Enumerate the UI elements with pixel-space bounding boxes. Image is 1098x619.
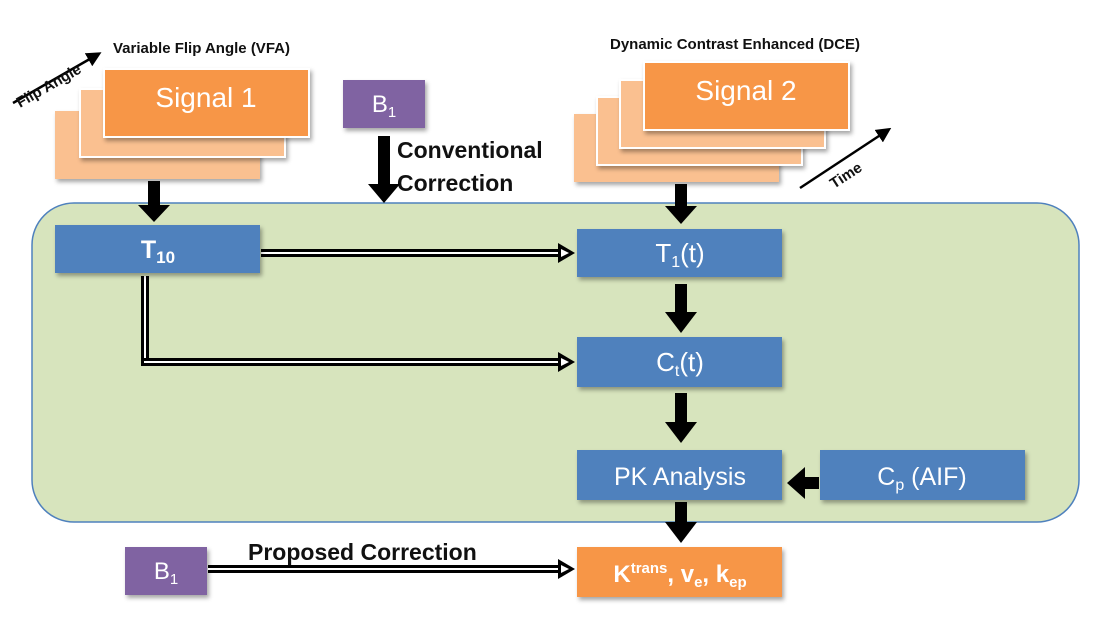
ctt-box (577, 337, 782, 387)
pk-analysis-box (577, 450, 782, 500)
signal-2-box (643, 61, 850, 131)
time-label: Time (827, 159, 865, 192)
vfa-signal-stack: Signal 1 (55, 68, 310, 179)
vfa-title: Variable Flip Angle (VFA) (113, 40, 290, 57)
conventional-correction-line2: Correction (397, 170, 513, 196)
b1-bottom-box (125, 547, 207, 595)
flip-angle-label: Flip Angle (14, 61, 85, 112)
conventional-correction-line1: Conventional (397, 137, 543, 163)
dce-title: Dynamic Contrast Enhanced (DCE) (610, 36, 860, 53)
output-params-label: Ktrans, ve, kep (613, 560, 746, 591)
proposed-correction-arrow (208, 559, 575, 579)
t10-connectors (141, 243, 575, 372)
t1t-label: T1(t) (655, 238, 704, 271)
t10-label: T10 (141, 236, 175, 267)
signal-1-box (103, 68, 310, 138)
b1-top-label: B1 (372, 91, 396, 121)
t1t-box (577, 229, 782, 277)
signal-1-label: Signal 1 (155, 82, 256, 113)
down-arrows (138, 136, 819, 543)
cp-aif-label: Cp (AIF) (877, 463, 966, 494)
dce-signal-stack: Signal 2 (574, 61, 850, 182)
t10-box (55, 225, 260, 273)
b1-top-box (343, 80, 425, 128)
b1-bottom-label: B1 (154, 558, 178, 588)
output-params-box (577, 547, 782, 597)
cp-aif-box (820, 450, 1025, 500)
ctt-label: Ct(t) (656, 347, 704, 380)
proposed-correction-label: Proposed Correction (248, 539, 477, 565)
pk-analysis-label: PK Analysis (614, 463, 746, 491)
signal-2-label: Signal 2 (695, 75, 796, 106)
